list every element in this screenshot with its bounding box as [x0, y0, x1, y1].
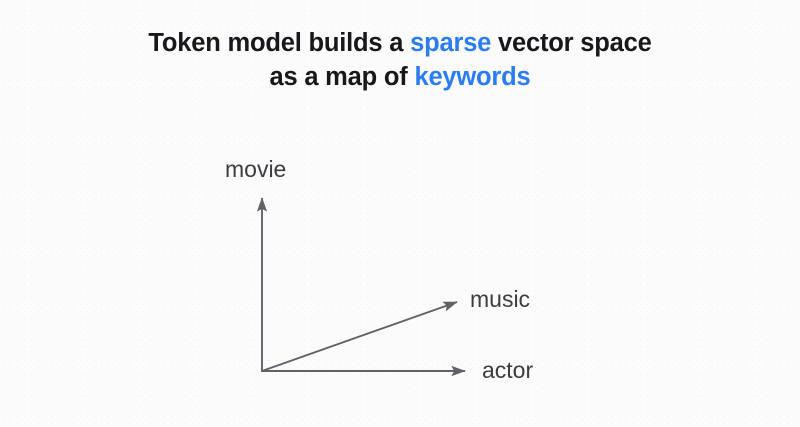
axis-label-actor: actor	[482, 357, 534, 383]
title-line-2: as a map of keywords	[0, 60, 800, 94]
axis-label-movie: movie	[225, 156, 287, 182]
axis-label-music: music	[470, 286, 531, 312]
title-line-1-text-after: vector space	[491, 29, 652, 57]
title-line-2-text-before: as a map of	[269, 63, 415, 91]
title-line-1-text-before: Token model builds a	[148, 29, 411, 57]
diagram-origin-point	[260, 369, 264, 373]
title-accent-sparse: sparse	[410, 29, 492, 57]
axis-arrow-music	[261, 301, 458, 372]
title-accent-keywords: keywords	[414, 63, 531, 91]
title-line-1: Token model builds a sparse vector space	[0, 26, 800, 60]
page-title: Token model builds a sparse vector space…	[0, 26, 800, 94]
